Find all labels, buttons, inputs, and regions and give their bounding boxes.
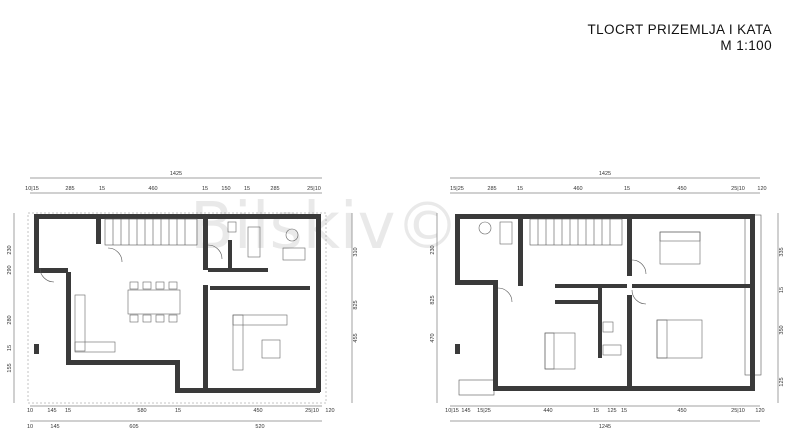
uf-left-dim-1: 825 [430, 295, 436, 304]
gf-left-dim-4: 155 [7, 363, 13, 372]
uf-right-dim-1: 15 [779, 287, 785, 293]
gf-bottom-dim-5: 450 [253, 408, 262, 414]
uf-bottom-dim-0: 10|15 [445, 408, 459, 414]
uf-top-dim-3: 460 [573, 186, 582, 192]
gf-top-dim-4: 15 [202, 186, 208, 192]
gf-left-dim-1: 290 [7, 265, 13, 274]
uf-bottom-dim-1: 145 [461, 408, 470, 414]
uf-right-dim-0: 335 [779, 247, 785, 256]
gf-top-dim-3: 460 [148, 186, 157, 192]
gf-bottom-dim-0: 10 [27, 408, 33, 414]
bed-bottom-right [656, 319, 703, 359]
gf-top-dim-1: 285 [65, 186, 74, 192]
uf-top-dim-6: 25|10 [731, 186, 745, 192]
gf-right-dim-2: 455 [353, 333, 359, 342]
gf-top-total: 1425 [170, 171, 182, 177]
uf-left-dim-0: 230 [430, 245, 436, 254]
gf-bottom2-dim-2: 605 [129, 424, 138, 430]
uf-top-total: 1425 [599, 171, 611, 177]
gf-right-dims: 310 825 455 [353, 247, 359, 342]
uf-left-dims: 230 825 470 [430, 245, 436, 342]
uf-right-dims: 335 15 350 125 [779, 247, 785, 386]
gf-bottom2-dim-0: 10 [27, 424, 33, 430]
gf-top-dim-8: 25|10 [307, 186, 321, 192]
uf-right-dim-3: 125 [779, 377, 785, 386]
uf-bottom-dim-5: 125 [607, 408, 616, 414]
uf-top-dim-5: 450 [677, 186, 686, 192]
gf-top-dim-7: 285 [270, 186, 279, 192]
sofa [232, 314, 288, 371]
uf-top-dims: 15|25 285 15 460 15 450 25|10 120 [450, 186, 766, 192]
gf-top-dim-6: 15 [244, 186, 250, 192]
ground-floor-plan: 1425 10|15 285 15 460 15 150 15 285 25|10 [7, 171, 359, 430]
gf-bottom-dim-6: 25|10 [305, 408, 319, 414]
uf-top-dim-2: 15 [517, 186, 523, 192]
gf-left-dim-0: 230 [7, 245, 13, 254]
gf-top-dims: 10|15 285 15 460 15 150 15 285 25|10 [25, 186, 321, 192]
gf-bottom-dim-1: 145 [47, 408, 56, 414]
uf-bottom-dim-6: 15 [621, 408, 627, 414]
bed-middle [544, 332, 576, 370]
gf-bottom-dim-4: 15 [175, 408, 181, 414]
gf-bottom-dims-2: 10 145 605 520 [27, 424, 265, 430]
uf-bottom-dim-9: 120 [755, 408, 764, 414]
gf-bottom2-dim-1: 145 [50, 424, 59, 430]
gf-top-dim-2: 15 [99, 186, 105, 192]
uf-top-dim-4: 15 [624, 186, 630, 192]
uf-bottom-dim-7: 450 [677, 408, 686, 414]
gf-right-dim-1: 825 [353, 300, 359, 309]
drawing-scale: M 1:100 [720, 38, 772, 53]
gf-left-dims: 230 290 280 15 155 [7, 245, 13, 372]
upper-floor-plan: 1425 15|25 285 15 460 15 450 25|10 120 [430, 171, 785, 430]
uf-top-dim-0: 15|25 [450, 186, 464, 192]
gf-top-dim-0: 10|15 [25, 186, 39, 192]
gf-bottom-dim-3: 580 [137, 408, 146, 414]
dining-table [127, 281, 181, 323]
uf-bottom-dim-8: 25|10 [731, 408, 745, 414]
uf-left-dim-2: 470 [430, 333, 436, 342]
uf-bottom-dim-3: 440 [543, 408, 552, 414]
uf-bottom-dim-4: 15 [593, 408, 599, 414]
watermark-text: Bilskiv© [190, 190, 460, 264]
uf-bottom-dim-2: 15|25 [477, 408, 491, 414]
title-block: TLOCRT PRIZEMLJA I KATA M 1:100 [588, 22, 773, 53]
gf-left-dim-2: 280 [7, 315, 13, 324]
uf-bottom-total: 1245 [599, 424, 611, 430]
drawing-title: TLOCRT PRIZEMLJA I KATA [587, 22, 772, 37]
gf-bottom-dim-2: 15 [65, 408, 71, 414]
gf-bottom-dims: 10 145 15 580 15 450 25|10 120 [27, 408, 335, 414]
uf-top-dim-7: 120 [757, 186, 766, 192]
uf-top-dim-1: 285 [487, 186, 496, 192]
bed-top-right [659, 231, 701, 265]
gf-left-dim-3: 15 [7, 345, 13, 351]
gf-top-dim-5: 150 [221, 186, 230, 192]
uf-right-dim-2: 350 [779, 325, 785, 334]
gf-bottom-dim-7: 120 [325, 408, 334, 414]
gf-bottom2-dim-3: 520 [255, 424, 264, 430]
gf-right-dim-0: 310 [353, 247, 359, 256]
